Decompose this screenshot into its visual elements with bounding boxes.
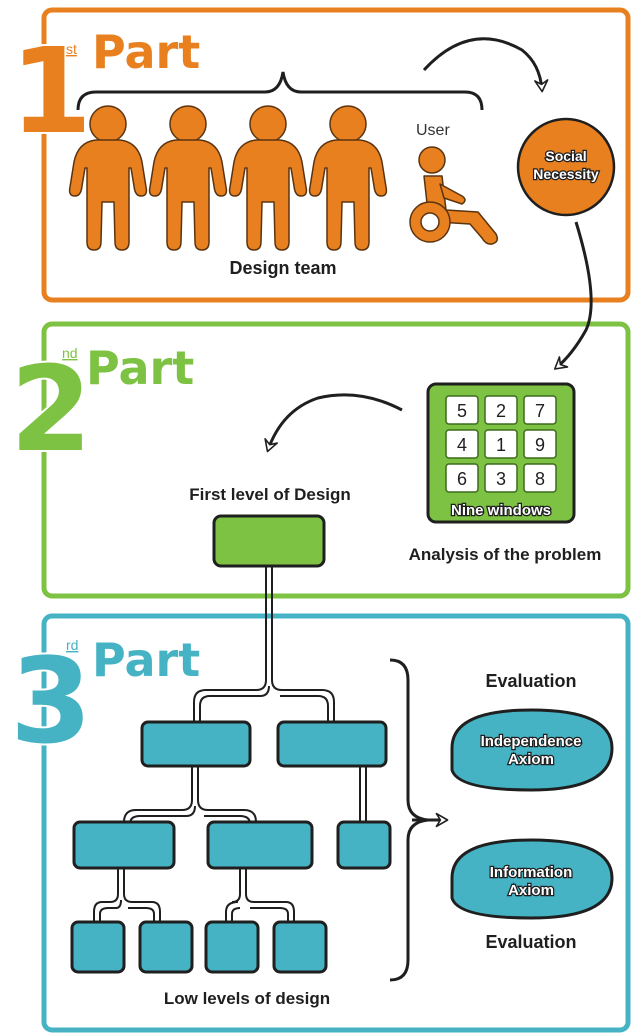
nine-windows-label: Nine windows — [451, 502, 551, 519]
window-cell — [484, 429, 518, 459]
window-cell — [484, 463, 518, 493]
information-axiom-node — [450, 838, 614, 920]
evaluation-top-label: Evaluation — [485, 671, 576, 691]
window-cell — [445, 463, 479, 493]
evaluation-bottom-label: Evaluation — [485, 932, 576, 952]
window-number: 3 — [496, 469, 506, 489]
window-number: 7 — [535, 401, 545, 421]
information-axiom-line2: Axiom — [508, 882, 554, 899]
window-number: 9 — [535, 435, 545, 455]
part1-number: 1 — [10, 22, 92, 160]
arrow-to-social-necessity — [422, 37, 549, 93]
tree-node-level3-b — [206, 820, 314, 870]
window-number: 4 — [457, 435, 467, 455]
window-number: 6 — [457, 469, 467, 489]
independence-axiom-node — [450, 708, 614, 792]
part3-number: 3 — [10, 632, 92, 770]
tree-node-level4-a — [70, 920, 126, 974]
social-necessity-node — [516, 117, 616, 217]
window-number: 8 — [535, 469, 545, 489]
social-necessity-line2: Necessity — [533, 166, 599, 182]
wheelchair-user-icon — [409, 146, 499, 245]
window-number: 5 — [457, 401, 467, 421]
part1-ordinal: st — [66, 41, 77, 57]
part3-title: Part — [92, 633, 200, 687]
user-label: User — [416, 122, 450, 139]
window-cell — [445, 429, 479, 459]
part1-title: Part — [92, 25, 200, 79]
window-cell — [484, 395, 518, 425]
first-level-label: First level of Design — [189, 485, 351, 504]
window-cell — [523, 395, 557, 425]
window-cell — [523, 463, 557, 493]
tree-node-level4-d — [272, 920, 328, 974]
window-number: 1 — [496, 435, 506, 455]
tree-node-level4-c — [204, 920, 260, 974]
tree-node-level3-c — [336, 820, 392, 870]
part2-number: 2 — [10, 340, 92, 478]
independence-axiom-line2: Axiom — [508, 751, 554, 768]
arrow-to-nine-windows — [553, 221, 593, 370]
social-necessity-line1: Social — [545, 148, 586, 164]
arrow-to-first-level — [264, 393, 403, 453]
window-cell — [523, 429, 557, 459]
part2-ordinal: nd — [62, 345, 78, 361]
part3-ordinal: rd — [66, 637, 78, 653]
tree-node-level4-b — [138, 920, 194, 974]
nine-windows-grid: 5 2 7 4 1 9 6 3 8 — [445, 395, 557, 493]
part2-title: Part — [86, 341, 194, 395]
low-levels-label: Low levels of design — [164, 989, 330, 1008]
window-number: 2 — [496, 401, 506, 421]
tree-node-level2-right — [276, 720, 388, 768]
team-brace — [76, 71, 484, 111]
first-level-node — [212, 514, 326, 568]
independence-axiom-line1: Independence — [481, 733, 582, 750]
analysis-label: Analysis of the problem — [409, 545, 602, 564]
information-axiom-line1: Information — [490, 864, 573, 881]
tree-node-level3-a — [72, 820, 176, 870]
tree-connectors — [93, 566, 367, 922]
design-team-label: Design team — [229, 258, 336, 278]
window-cell — [445, 395, 479, 425]
tree-node-level2-left — [140, 720, 252, 768]
